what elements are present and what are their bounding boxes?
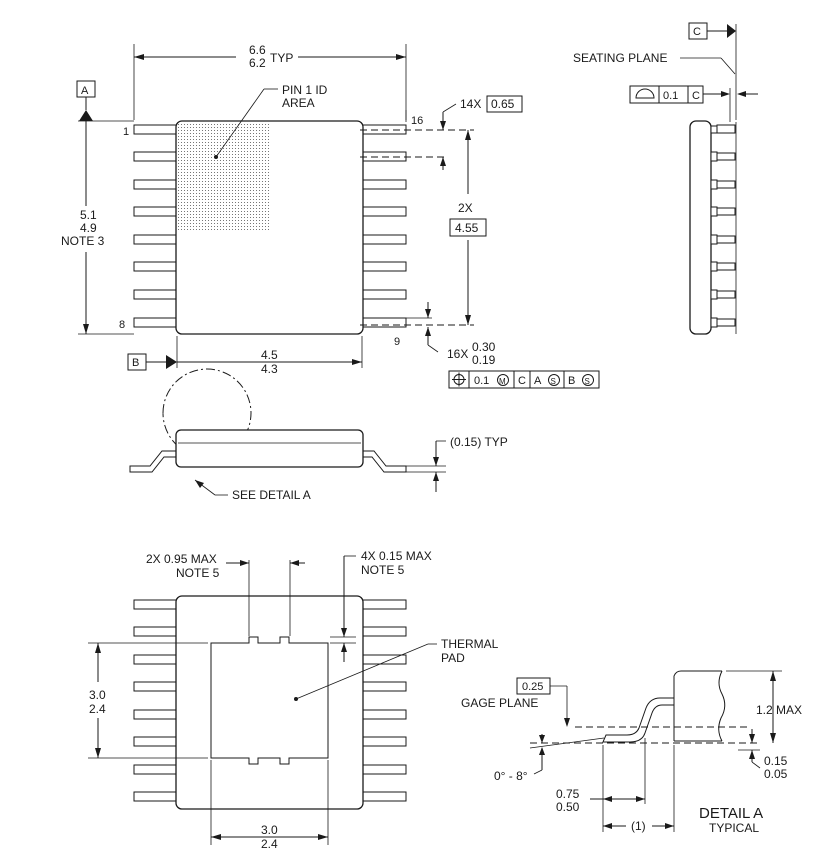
lead-width-count: 16X [447,347,468,361]
foot-length-max: 0.75 [556,787,580,801]
pad-width-max: 3.0 [261,823,278,837]
detail-a-subtitle: TYPICAL [709,821,759,835]
height-note: NOTE 3 [61,234,105,248]
thermal-pad-line1: THERMAL [441,637,499,651]
lead-width-max: 0.30 [472,340,496,354]
standoff-min: 0.05 [764,767,788,781]
thermal-pad-line2: PAD [441,651,465,665]
length-suffix: TYP [270,51,293,65]
gage-plane-label: GAGE PLANE [461,696,538,710]
see-detail-label: SEE DETAIL A [232,488,311,502]
slot-depth-line1: 4X 0.15 MAX [361,549,432,563]
length-max: 6.6 [249,43,266,57]
flatness-value: 0.1 [663,90,678,102]
pin1-callout-line2: AREA [282,96,315,110]
pad-width-min: 2.4 [261,837,278,851]
angle-label: 0° - 8° [494,769,528,783]
left-leads [133,124,177,328]
detail-lead [602,697,675,743]
position-ref-b: B [568,375,575,387]
foot-ref: (1) [631,819,646,833]
position-tolerance-frame: 0.1 M C A S B S [448,370,600,389]
height-max-label: 1.2 MAX [756,703,802,717]
span-value: 4.55 [455,221,479,235]
foot-length-min: 0.50 [556,800,580,814]
gage-value: 0.25 [522,681,543,693]
pin1-id-area [178,123,270,230]
pin-8-label: 8 [119,319,125,331]
flatness-icon [635,88,655,99]
length-min: 6.2 [249,56,266,70]
span-box [449,218,487,237]
side-view: C SEATING PLANE 0.1 C [573,22,758,335]
pin-9-label: 9 [394,336,400,348]
width-max: 4.5 [261,348,278,362]
height-max: 5.1 [80,208,97,222]
flatness-ref: C [692,90,700,102]
bottom-body [175,595,364,810]
detail-a: 0.25 GAGE PLANE 1.2 MAX 0.15 0.05 0° - 8… [461,670,802,835]
datum-b-triangle [166,355,177,369]
detail-a-title: DETAIL A [699,805,763,822]
pin-1-label: 1 [123,126,129,138]
datum-c-triangle [727,24,736,38]
side-body [689,120,712,335]
datum-a-label: A [81,85,89,97]
right-leads [362,124,407,328]
span-count: 2X [458,201,473,215]
bottom-right-leads [362,599,407,802]
pad-height-max: 3.0 [89,688,106,702]
position-ref-c: C [518,375,526,387]
slot-depth-line2: NOTE 5 [361,563,405,577]
pitch-count: 14X [460,97,481,111]
thermal-pad [210,636,329,765]
datum-c-label: C [693,26,701,38]
pitch-box [486,95,523,113]
seating-plane-label: SEATING PLANE [573,51,667,65]
position-value: 0.1 [474,375,489,387]
standoff-max: 0.15 [764,754,788,768]
position-ref-a-modifier: S [551,377,556,386]
datum-a-triangle [79,110,93,121]
pitch-value: 0.65 [491,97,515,111]
side-leads [710,124,736,328]
datum-b-label: B [132,357,139,369]
front-view: (0.15) TYP SEE DETAIL A [129,368,508,502]
position-ref-a: A [534,375,542,387]
height-min: 4.9 [80,221,97,235]
standoff-label: (0.15) TYP [450,435,508,449]
pin1-callout-line1: PIN 1 ID [282,83,328,97]
width-min: 4.3 [261,362,278,376]
bottom-view: 2X 0.95 MAX NOTE 5 4X 0.15 MAX NOTE 5 TH… [88,549,499,851]
pin-16-label: 16 [411,115,423,127]
lead-width-min: 0.19 [472,353,496,367]
position-ref-b-modifier: S [585,377,590,386]
bottom-left-leads [133,599,177,802]
pad-height-min: 2.4 [89,702,106,716]
slot-width-line1: 2X 0.95 MAX [146,552,217,566]
position-modifier: M [499,377,506,386]
slot-width-line2: NOTE 5 [176,566,220,580]
top-view: 6.6 6.2 TYP A 5.1 4.9 NOTE 3 [61,43,600,389]
front-body [175,429,364,468]
